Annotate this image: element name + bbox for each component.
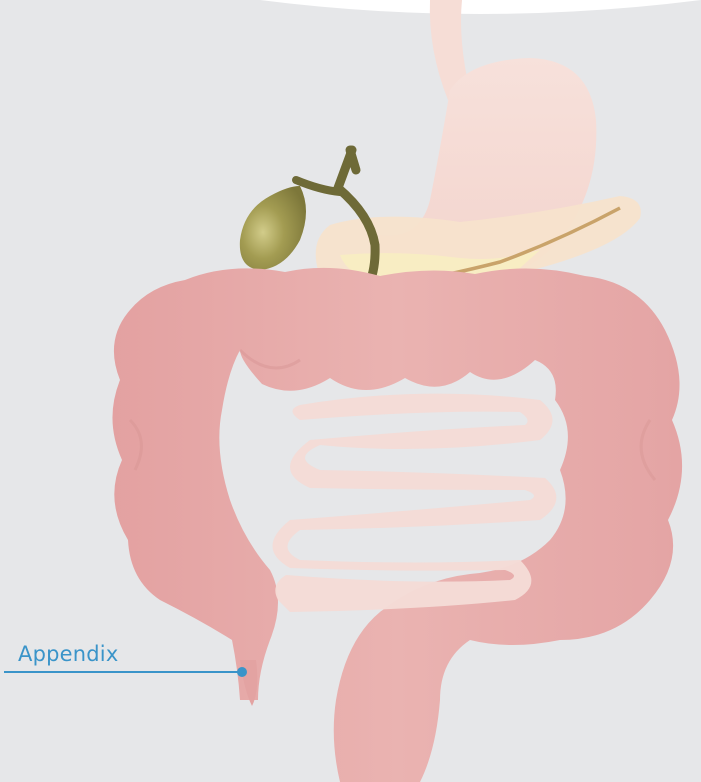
hepatic-duct (350, 150, 356, 170)
appendix-pointer-dot (237, 667, 247, 677)
gallbladder (240, 186, 306, 270)
small-intestine (273, 394, 557, 612)
top-arc (260, 0, 701, 14)
cystic-duct (296, 180, 340, 192)
appendix-label: Appendix (18, 644, 118, 665)
